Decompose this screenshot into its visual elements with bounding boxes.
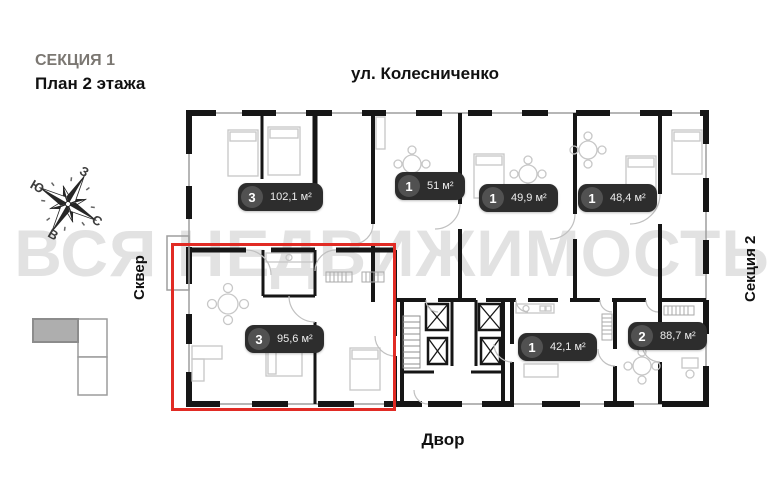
park-label: Сквер [131,255,148,300]
apartment-area: 88,7 м² [660,330,696,342]
floor-plan [166,110,709,407]
elevator-shafts [424,302,503,366]
compass-label-east: В [45,226,61,244]
apartment-badge[interactable]: 1 42,1 м² [518,333,597,361]
balcony [166,235,190,291]
apartment-area: 102,1 м² [270,191,312,203]
apartment-badge[interactable]: 2 88,7 м² [628,322,707,350]
apartment-rooms-count: 3 [248,328,270,350]
minimap-section-1-current [32,318,79,343]
apartment-rooms-count: 3 [241,186,263,208]
staircase [402,315,421,369]
compass-rose: Ю З С В [28,163,106,244]
minimap-section-3 [77,356,108,396]
compass-label-south: Ю [28,177,47,197]
apartment-area: 51 м² [427,180,454,192]
building-minimap [32,318,108,396]
apartment-rooms-count: 1 [482,187,504,209]
door-arcs [245,193,661,405]
compass-star [39,175,97,233]
apartment-rooms-count: 1 [398,175,420,197]
apartment-area: 42,1 м² [550,341,586,353]
apartment-badge[interactable]: 1 51 м² [395,172,465,200]
apartment-rooms-count: 1 [581,187,603,209]
compass-label-west: З [77,163,92,180]
minimap-section-2 [77,318,108,358]
compass-label-north: С [89,212,105,230]
apartment-area: 49,9 м² [511,192,547,204]
section-title: СЕКЦИЯ 1 [35,52,116,69]
page-title: План 2 этажа [35,74,146,93]
watermark: ВСЯ НЕДВИЖИМОСТЬ [14,216,770,290]
apartment-rooms-count: 1 [521,336,543,358]
apartment-badge-selected[interactable]: 3 95,6 м² [245,325,324,353]
apartment-badge[interactable]: 1 48,4 м² [578,184,657,212]
selected-apartment-highlight[interactable] [171,243,396,411]
section2-label: Секция 2 [742,235,759,302]
apartment-badge[interactable]: 3 102,1 м² [238,183,323,211]
apartment-area: 95,6 м² [277,333,313,345]
wardrobes [325,271,695,341]
apartment-rooms-count: 2 [631,325,653,347]
apartment-area: 48,4 м² [610,192,646,204]
windows [188,112,707,405]
outer-walls [186,110,709,407]
street-label: ул. Колесниченко [350,64,500,83]
yard-label: Двор [421,430,465,449]
apartment-badge[interactable]: 1 49,9 м² [479,184,558,212]
interior-walls [189,113,706,404]
